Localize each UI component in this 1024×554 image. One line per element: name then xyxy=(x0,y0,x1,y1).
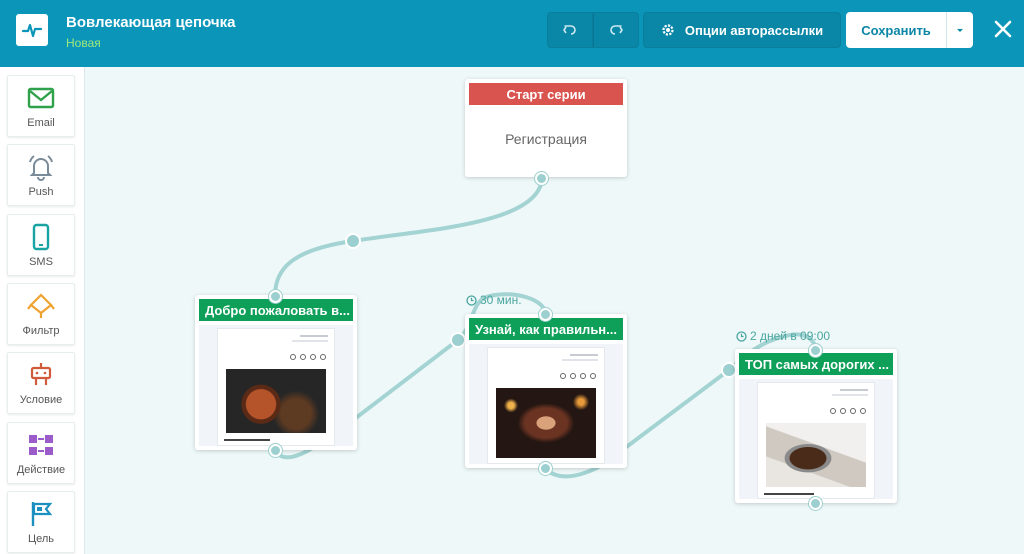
envelope-icon xyxy=(27,87,55,109)
pulse-icon xyxy=(16,14,48,46)
redo-button[interactable] xyxy=(593,12,639,48)
palette-filter[interactable]: Фильтр xyxy=(7,283,75,345)
action-icon xyxy=(29,435,53,455)
start-node[interactable]: Старт серии Регистрация xyxy=(465,79,627,177)
palette-condition[interactable]: Условие xyxy=(7,352,75,414)
flag-icon xyxy=(31,502,53,526)
email-node-output-port[interactable] xyxy=(269,444,282,457)
delay-label: 2 дней в 09:00 xyxy=(736,329,830,343)
autosend-options-button[interactable]: Опции авторассылки xyxy=(643,12,841,48)
chain-status: Новая xyxy=(66,36,101,50)
email-preview xyxy=(469,344,623,464)
email-node-title: ТОП самых дорогих ... xyxy=(739,353,893,375)
bell-icon xyxy=(29,155,53,181)
undo-icon xyxy=(563,25,576,35)
email-node[interactable]: ТОП самых дорогих ... xyxy=(735,349,897,503)
palette-sms[interactable]: SMS xyxy=(7,214,75,276)
email-image xyxy=(226,369,326,433)
palette-action[interactable]: Действие xyxy=(7,422,75,484)
clock-icon xyxy=(466,294,477,306)
palette-email[interactable]: Email xyxy=(7,75,75,137)
save-dropdown-button[interactable] xyxy=(946,12,973,48)
gear-icon xyxy=(662,24,674,36)
email-node-output-port[interactable] xyxy=(809,497,822,510)
chain-title[interactable]: Вовлекающая цепочка xyxy=(66,14,236,31)
email-preview xyxy=(739,379,893,499)
email-node-output-port[interactable] xyxy=(539,462,552,475)
condition-icon xyxy=(30,363,52,385)
email-node[interactable]: Узнай, как правильн... xyxy=(465,314,627,468)
chevron-down-icon xyxy=(956,29,963,32)
email-node-title: Узнай, как правильн... xyxy=(469,318,623,340)
email-image xyxy=(766,423,866,487)
email-node[interactable]: Добро пожаловать в... xyxy=(195,295,357,450)
start-node-output-port[interactable] xyxy=(535,172,548,185)
email-node-input-port[interactable] xyxy=(809,344,822,357)
phone-icon xyxy=(32,223,50,251)
clock-icon xyxy=(736,330,747,342)
undo-button[interactable] xyxy=(547,12,593,48)
delay-label: 30 мин. xyxy=(466,293,522,307)
email-image xyxy=(496,388,596,458)
close-button[interactable] xyxy=(988,14,1018,44)
email-node-input-port[interactable] xyxy=(269,290,282,303)
email-preview xyxy=(199,325,353,446)
palette-goal[interactable]: Цель xyxy=(7,491,75,553)
save-button[interactable]: Сохранить xyxy=(846,12,946,48)
block-palette: Email Push SMS Фильтр Условие Действие Ц… xyxy=(0,67,85,554)
start-node-header: Старт серии xyxy=(469,83,623,105)
email-node-title: Добро пожаловать в... xyxy=(199,299,353,321)
palette-push[interactable]: Push xyxy=(7,144,75,206)
start-node-trigger: Регистрация xyxy=(505,131,587,147)
top-bar: Вовлекающая цепочка Новая Опции авторасс… xyxy=(0,0,1024,67)
email-node-input-port[interactable] xyxy=(539,308,552,321)
close-icon xyxy=(994,20,1012,38)
redo-icon xyxy=(610,25,623,35)
filter-icon xyxy=(27,293,55,318)
autosend-options-label: Опции авторассылки xyxy=(684,22,824,38)
